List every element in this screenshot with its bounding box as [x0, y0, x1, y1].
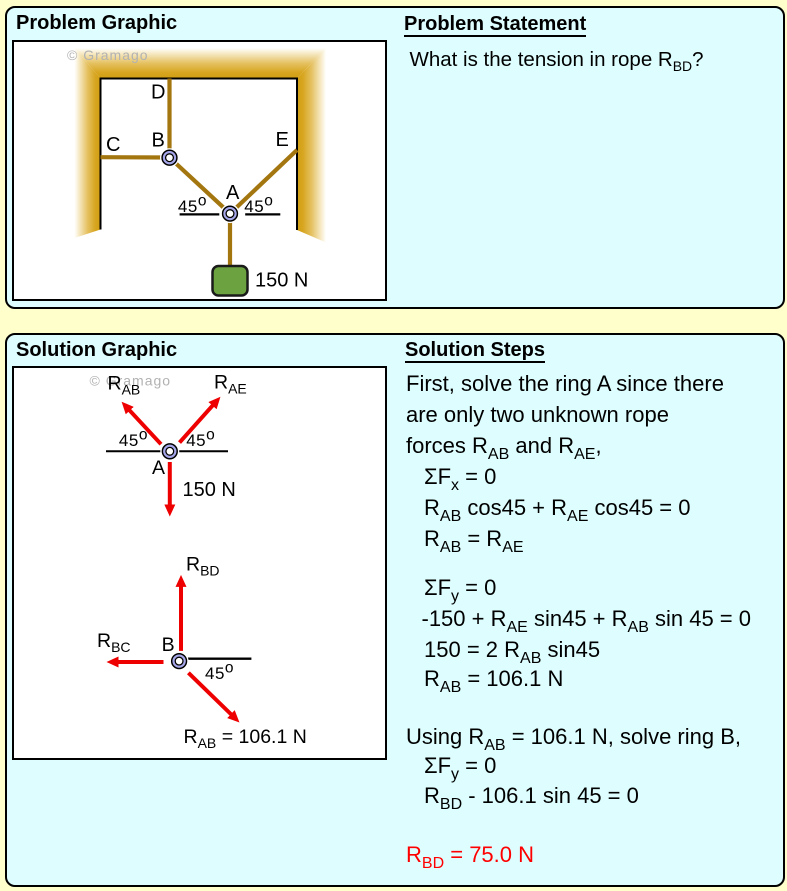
- svg-text:RAE: RAE: [214, 372, 247, 397]
- svg-text:45o: 45o: [205, 660, 234, 684]
- svg-text:E: E: [275, 129, 288, 151]
- svg-text:D: D: [151, 82, 165, 104]
- svg-text:45o: 45o: [118, 427, 147, 451]
- svg-text:RBD: RBD: [186, 553, 220, 578]
- svg-text:RAB = 106.1 N: RAB = 106.1 N: [183, 726, 306, 751]
- svg-text:B: B: [151, 130, 164, 152]
- svg-text:A: A: [152, 457, 165, 479]
- svg-text:A: A: [226, 182, 240, 204]
- svg-text:45o: 45o: [186, 427, 215, 451]
- svg-text:© Gramago: © Gramago: [89, 373, 171, 389]
- svg-text:45o: 45o: [177, 193, 206, 217]
- svg-text:150 N: 150 N: [255, 269, 308, 291]
- svg-text:45o: 45o: [244, 193, 273, 217]
- svg-text:C: C: [106, 134, 120, 156]
- svg-text:B: B: [161, 634, 174, 656]
- svg-text:© Gramago: © Gramago: [67, 47, 149, 63]
- svg-text:RBC: RBC: [97, 630, 131, 655]
- svg-text:150 N: 150 N: [182, 479, 235, 501]
